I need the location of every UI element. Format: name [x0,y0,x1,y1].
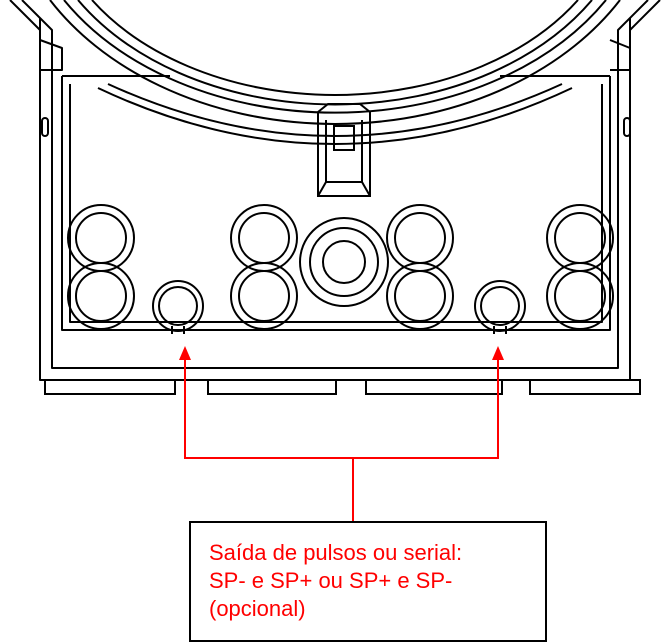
arrowhead-left [179,346,191,360]
callout-line-3: (opcional) [209,596,306,621]
terminal-holes [67,204,614,330]
callout-line-2: SP- e SP+ ou SP+ e SP- [209,568,453,593]
arrowheads [179,346,504,360]
pulse-output-holes [152,280,526,334]
center-latch [317,103,371,197]
callout-line-1: Saída de pulsos ou serial: [209,540,463,565]
arrowhead-right [492,346,504,360]
callout-box: Saída de pulsos ou serial: SP- e SP+ ou … [189,521,547,642]
callout-arrows [184,356,499,521]
base-tabs [44,379,641,395]
device-housing [9,0,661,381]
circular-body [49,0,621,145]
